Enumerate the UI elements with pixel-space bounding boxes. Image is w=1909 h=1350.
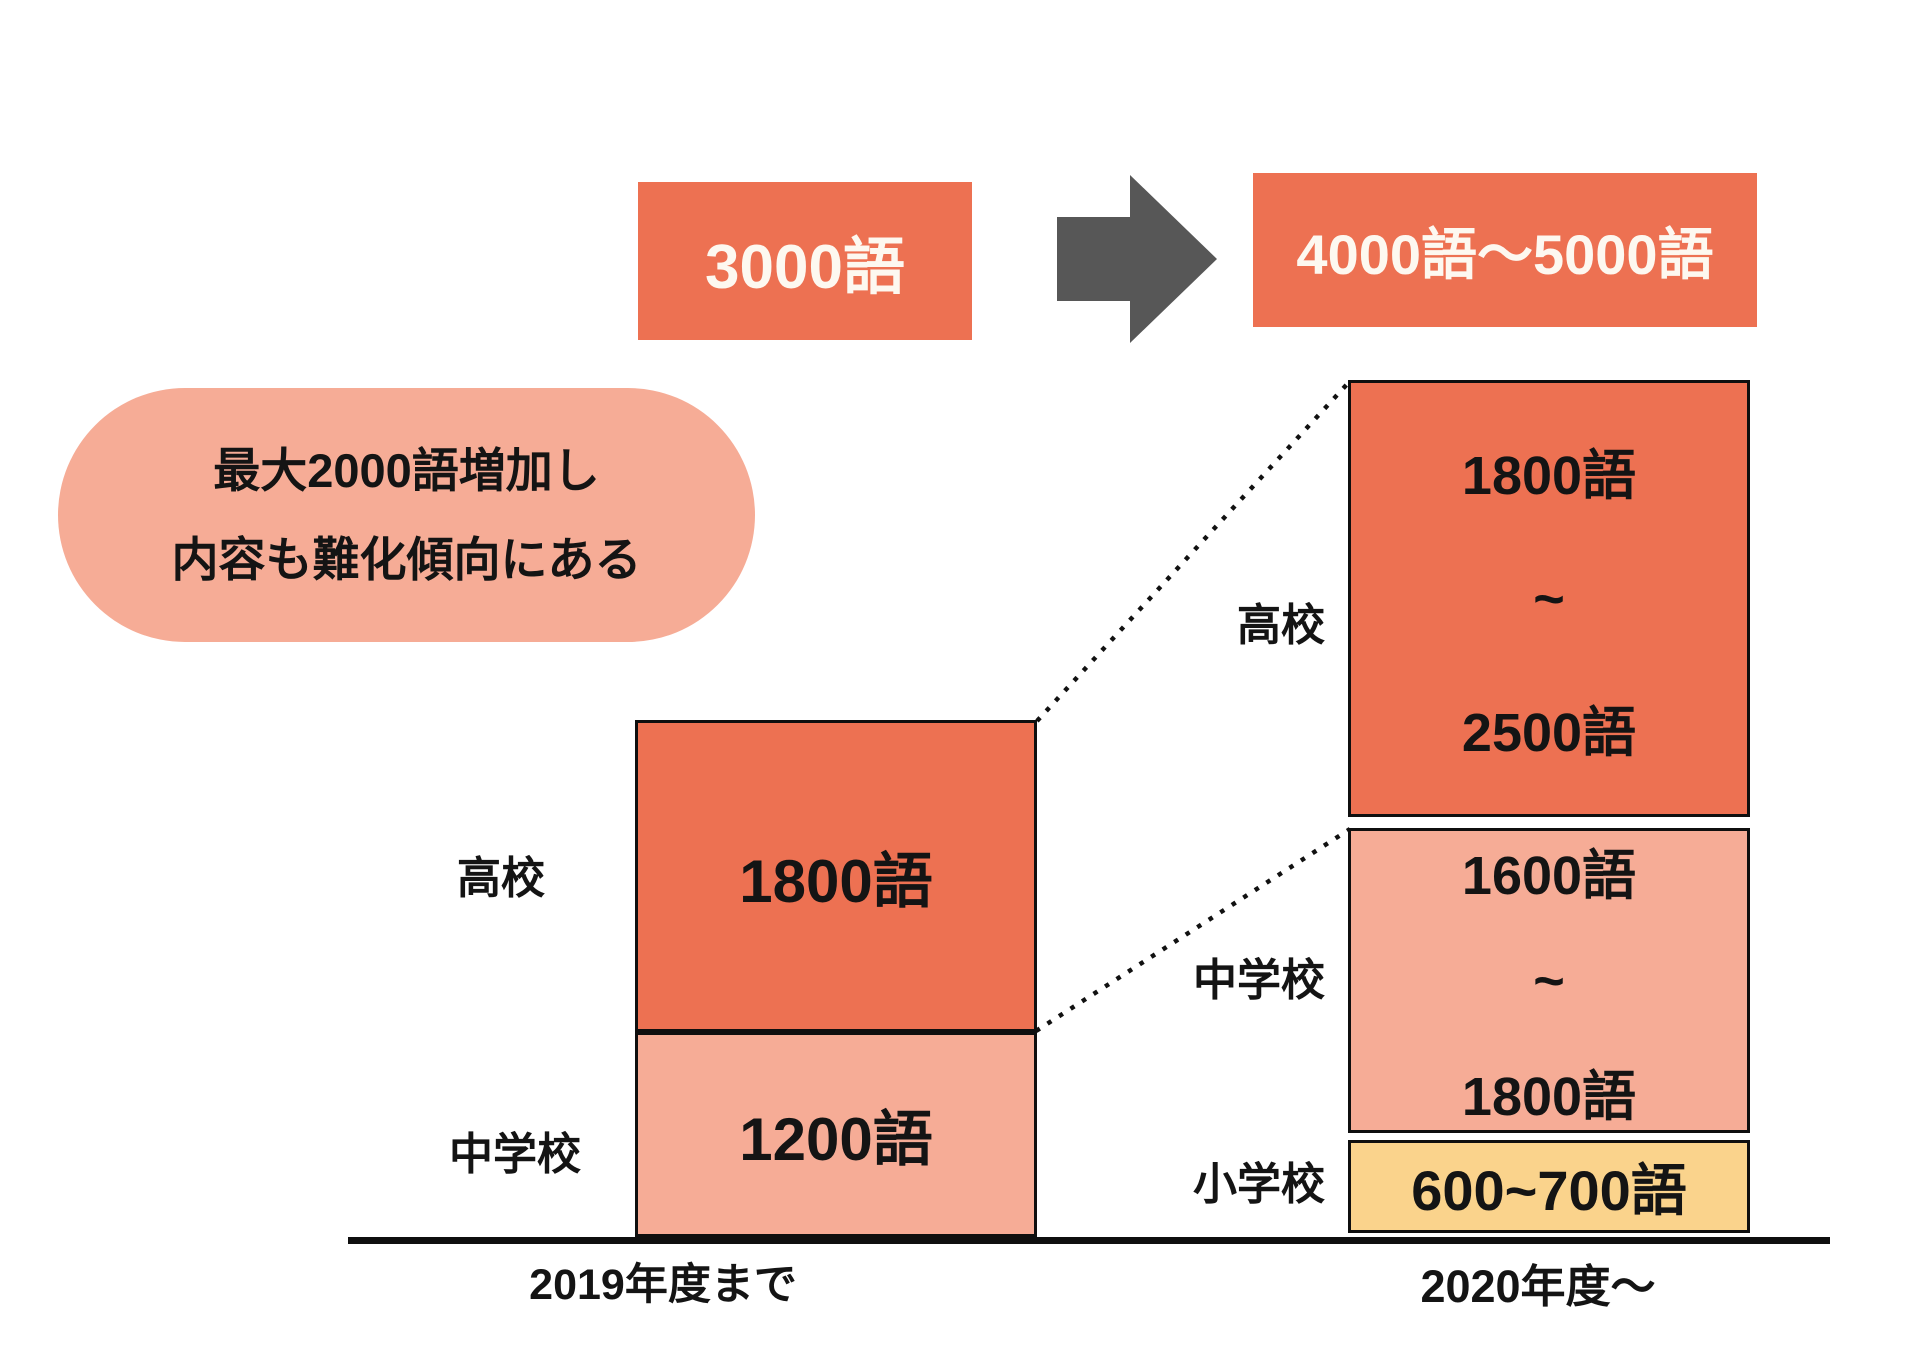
connector-line-top [1035, 379, 1352, 723]
segment-value-line: 2500語 [1461, 702, 1637, 763]
right-arrow-icon [1057, 175, 1217, 343]
label-2020-juniorhigh: 中学校 [1193, 956, 1325, 1005]
after-total-label: 4000語〜5000語 [1296, 222, 1714, 286]
segment-value: 1800語 [739, 847, 933, 915]
bar-segment-2019-highschool: 1800語 [635, 720, 1037, 1032]
label-2020-highschool: 高校 [1237, 601, 1325, 650]
baseline-axis [348, 1237, 1830, 1244]
right-arrow-shape [1057, 175, 1217, 343]
segment-value: 600~700語 [1411, 1159, 1687, 1222]
bar-segment-2020-elementary: 600~700語 [1348, 1140, 1750, 1233]
axis-label-2020: 2020年度〜 [1420, 1261, 1656, 1312]
callout-bubble: 最大2000語増加し 内容も難化傾向にある [58, 388, 755, 642]
bar-segment-2019-juniorhigh: 1200語 [635, 1032, 1037, 1237]
segment-value-line: ~ [1533, 950, 1565, 1011]
callout-line-1: 最大2000語増加し [213, 444, 600, 497]
before-total-label: 3000語 [705, 233, 905, 302]
segment-value: 1200語 [739, 1106, 933, 1173]
segment-value-line: 1800語 [1461, 1066, 1637, 1127]
label-2020-elementary: 小学校 [1193, 1160, 1325, 1209]
callout-line-2: 内容も難化傾向にある [171, 533, 642, 586]
bar-segment-2020-highschool: 1800語 ~ 2500語 [1348, 380, 1750, 817]
bar-segment-2020-juniorhigh: 1600語 ~ 1800語 [1348, 828, 1750, 1133]
label-2019-highschool: 高校 [457, 854, 545, 903]
segment-value-line: ~ [1533, 568, 1565, 629]
segment-value-line: 1600語 [1461, 845, 1637, 906]
label-2019-juniorhigh: 中学校 [449, 1130, 581, 1179]
segment-value-line: 1800語 [1461, 445, 1637, 506]
after-total-box: 4000語〜5000語 [1253, 173, 1757, 327]
axis-label-2019: 2019年度まで [529, 1261, 797, 1309]
before-total-box: 3000語 [638, 182, 972, 340]
